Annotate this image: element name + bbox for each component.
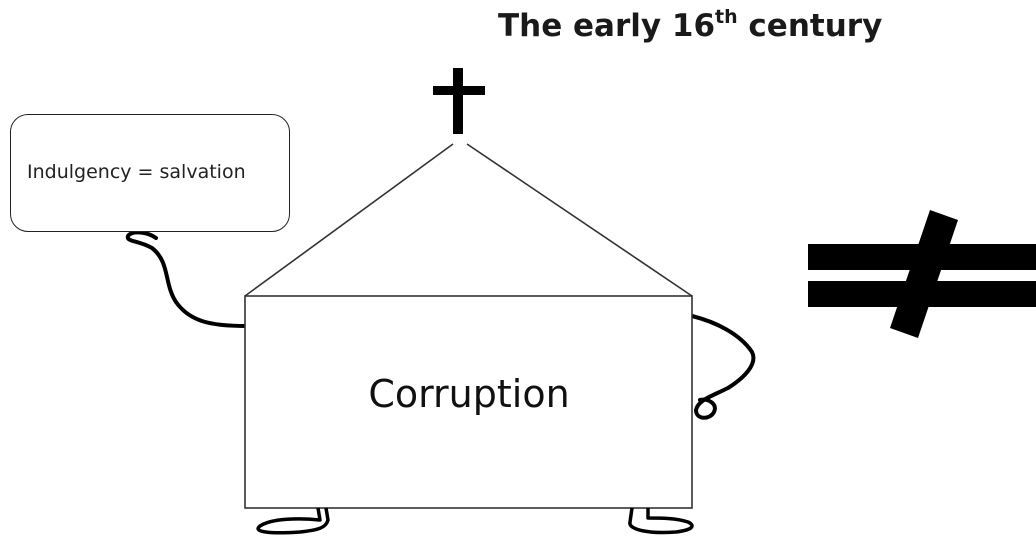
- left-foot: [256, 507, 330, 535]
- title-superscript: th: [715, 6, 738, 28]
- speech-bubble: Indulgency = salvation: [10, 114, 290, 232]
- right-arm: [690, 314, 756, 420]
- not-equal-icon: [808, 210, 1036, 338]
- church-label: Corruption: [368, 372, 570, 416]
- cross-icon: [433, 68, 485, 134]
- title-end: century: [737, 8, 883, 44]
- diagram-title: The early 16th century: [498, 6, 883, 45]
- right-foot: [628, 507, 694, 535]
- church-roof: [244, 143, 693, 297]
- title-main: The early 16: [498, 8, 716, 44]
- church-body: [244, 295, 693, 509]
- speech-bubble-text: Indulgency = salvation: [27, 161, 246, 183]
- left-arm: [125, 230, 248, 328]
